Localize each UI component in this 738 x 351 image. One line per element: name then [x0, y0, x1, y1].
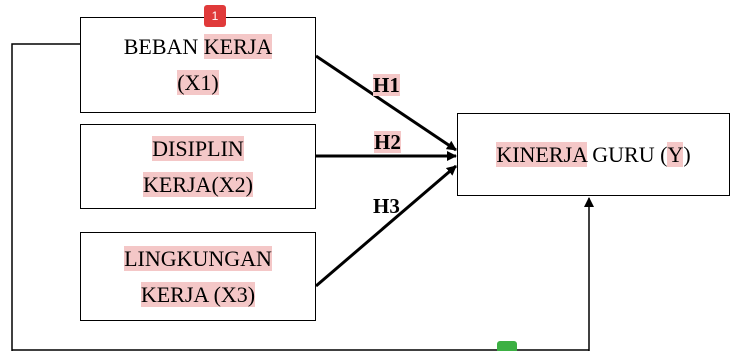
arrow-h1: [315, 54, 457, 152]
hypothesis-label-h3: H3: [373, 194, 400, 218]
box-kinerja-guru-var: Y: [667, 141, 684, 167]
box-beban-kerja-word-kerja: KERJA: [203, 34, 273, 59]
box-beban-kerja-word-beban: BEBAN: [123, 34, 204, 59]
box-beban-kerja-line1: BEBAN KERJA: [124, 29, 273, 65]
box-disiplin-kerja-line1: DISIPLIN: [152, 135, 244, 161]
hypothesis-label-h2: H2: [374, 130, 401, 154]
box-lingkungan-kerja-line2: KERJA (X3): [140, 281, 256, 307]
box-disiplin-kerja: DISIPLIN KERJA(X2): [80, 124, 316, 209]
box-disiplin-kerja-line2: KERJA(X2): [143, 171, 253, 197]
box-kinerja-guru-close-paren: ): [683, 141, 691, 167]
arrow-h3: [315, 164, 457, 288]
arrow-combined-x1-to-y: [11, 43, 80, 351]
box-beban-kerja: BEBAN KERJA (X1): [80, 17, 316, 113]
hypothesis-label-h1: H1: [373, 73, 400, 97]
box-kinerja-guru: KINERJA GURU (Y): [457, 113, 730, 196]
box-lingkungan-kerja-line1: LINGKUNGAN: [124, 245, 272, 271]
box-kinerja-guru-word-guru: GURU (: [586, 141, 668, 167]
annotation-marker-1[interactable]: 1: [204, 5, 226, 27]
box-lingkungan-kerja: LINGKUNGAN KERJA (X3): [80, 232, 316, 321]
box-kinerja-guru-word-kinerja: KINERJA: [496, 141, 587, 167]
box-beban-kerja-var: (X1): [177, 70, 219, 95]
box-beban-kerja-line2: (X1): [177, 65, 219, 101]
annotation-marker-2[interactable]: [497, 341, 517, 351]
